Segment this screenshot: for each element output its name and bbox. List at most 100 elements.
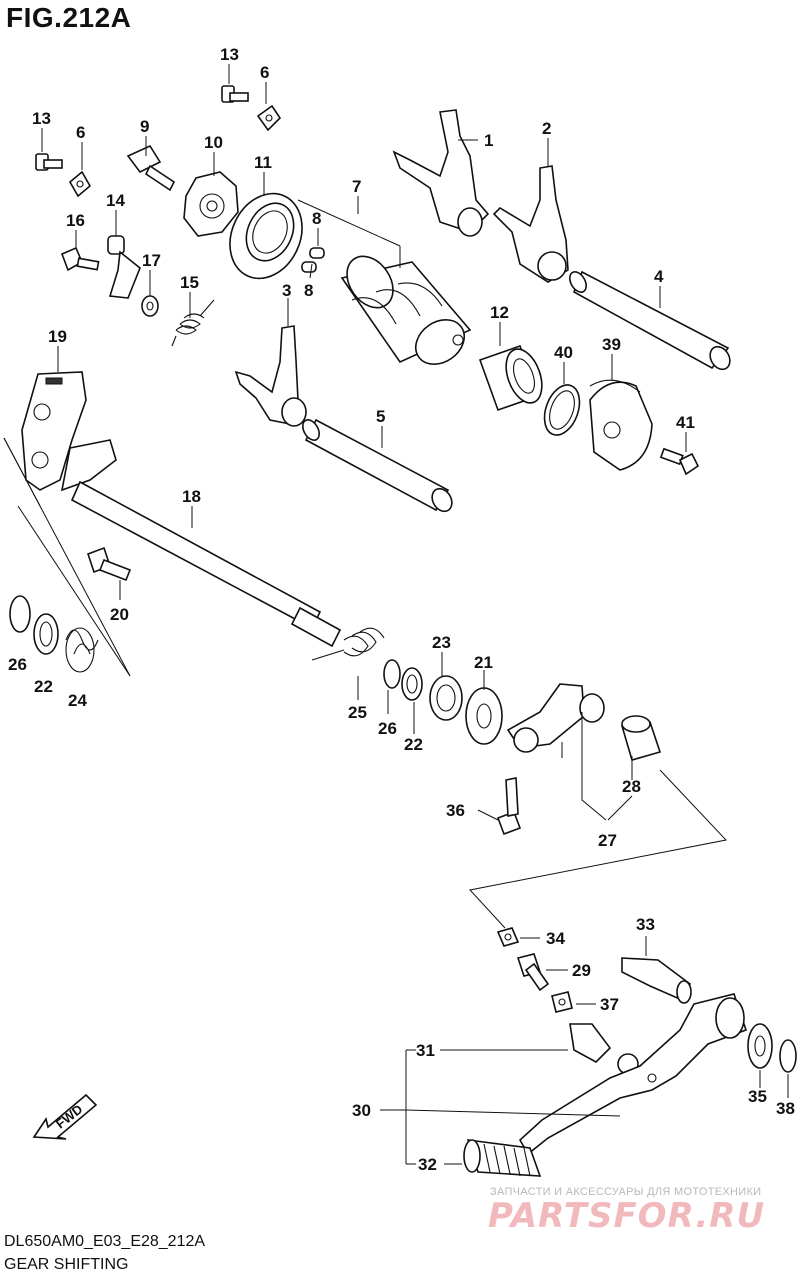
callout-13-upper: 13 <box>220 45 239 64</box>
return-spring-25[interactable] <box>311 627 385 661</box>
callout-2: 2 <box>542 119 551 138</box>
callout-15: 15 <box>180 273 199 292</box>
callout-22-right: 22 <box>404 735 423 754</box>
bearing-12[interactable] <box>478 344 549 412</box>
pin-8-upper[interactable] <box>309 247 325 259</box>
circlip-26-left[interactable] <box>9 595 31 633</box>
washer-17[interactable] <box>141 295 159 317</box>
shift-fork-1[interactable] <box>392 109 490 237</box>
figure-title: FIG.212A <box>6 2 132 33</box>
callout-36: 36 <box>446 801 465 820</box>
shift-fork-3[interactable] <box>234 325 307 427</box>
oil-seal-23[interactable] <box>429 675 463 721</box>
callout-12: 12 <box>490 303 509 322</box>
callout-35: 35 <box>748 1087 767 1106</box>
circlip-38[interactable] <box>779 1039 797 1073</box>
callout-14: 14 <box>106 191 125 210</box>
callout-39: 39 <box>602 335 621 354</box>
watermark-subtitle: ЗАПЧАСТИ И АКСЕССУАРЫ ДЛЯ МОТОТЕХНИКИ <box>490 1186 762 1198</box>
callout-37: 37 <box>600 995 619 1014</box>
circlip-26-right[interactable] <box>383 659 401 689</box>
pivot-bolt-33[interactable] <box>621 957 692 1004</box>
gearshift-lever-30[interactable] <box>518 993 748 1156</box>
callout-22-left: 22 <box>34 677 53 696</box>
watermark-brand: PARTSFOR.RU <box>488 1196 766 1236</box>
bolt-13-upper[interactable] <box>221 85 249 103</box>
washer-22-right[interactable] <box>401 667 423 701</box>
callout-17: 17 <box>142 251 161 270</box>
o-ring-40[interactable] <box>538 380 586 440</box>
figure-code: DL650AM0_E03_E28_212A <box>4 1233 206 1250</box>
pin-8-lower[interactable] <box>301 261 317 273</box>
callout-3: 3 <box>282 281 291 300</box>
gear-position-switch-39[interactable] <box>589 379 653 471</box>
callout-27: 27 <box>598 831 617 850</box>
callout-6-upper: 6 <box>260 63 269 82</box>
bolt-29[interactable] <box>516 953 550 992</box>
callout-29: 29 <box>572 961 591 980</box>
bearing-11[interactable] <box>217 182 316 290</box>
rod-end-31[interactable] <box>569 1023 639 1075</box>
bolt-20[interactable] <box>86 546 132 582</box>
callout-4: 4 <box>654 267 664 286</box>
callout-38: 38 <box>776 1099 795 1118</box>
callout-5: 5 <box>376 407 385 426</box>
figure-caption: GEAR SHIFTING <box>4 1256 129 1273</box>
pedal-rubber-32[interactable] <box>463 1139 542 1177</box>
leader-lines <box>41 64 789 1165</box>
assembly-guide-lines <box>3 437 727 929</box>
spring-24[interactable] <box>65 627 99 673</box>
callout-32: 32 <box>418 1155 437 1174</box>
fork-shaft-5[interactable] <box>299 417 455 515</box>
callout-26-left: 26 <box>8 655 27 674</box>
ball-joint-28[interactable] <box>620 715 662 761</box>
bolt-36[interactable] <box>496 777 522 836</box>
washer-35[interactable] <box>747 1023 773 1069</box>
gearshift-lever-arm-27[interactable] <box>506 683 605 753</box>
nut-34[interactable] <box>496 927 520 947</box>
callout-19: 19 <box>48 327 67 346</box>
callout-26-right: 26 <box>378 719 397 738</box>
callout-16: 16 <box>66 211 85 230</box>
bolt-13-left[interactable] <box>35 153 63 171</box>
callout-23: 23 <box>432 633 451 652</box>
callout-34: 34 <box>546 929 565 948</box>
callout-13-left: 13 <box>32 109 51 128</box>
callout-20: 20 <box>110 605 129 624</box>
shift-arm-19[interactable] <box>21 371 87 491</box>
callout-8-lower: 8 <box>304 281 313 300</box>
callout-1: 1 <box>484 131 493 150</box>
washer-6-left[interactable] <box>68 170 92 198</box>
nut-37[interactable] <box>551 991 573 1013</box>
callout-18: 18 <box>182 487 201 506</box>
cam-plate-10[interactable] <box>183 171 239 237</box>
callout-33: 33 <box>636 915 655 934</box>
shift-fork-2[interactable] <box>492 165 569 283</box>
fork-shaft-4[interactable] <box>566 269 733 373</box>
callout-labels: 13 6 13 6 9 10 11 7 8 8 1 2 4 3 5 12 40 … <box>8 45 795 1174</box>
bolt-41[interactable] <box>659 447 700 476</box>
callout-41: 41 <box>676 413 695 432</box>
pin-9[interactable] <box>126 144 176 192</box>
fwd-arrow-icon: FWD <box>32 1093 98 1140</box>
callout-40: 40 <box>554 343 573 362</box>
callout-8-upper: 8 <box>312 209 321 228</box>
callout-24: 24 <box>68 691 87 710</box>
stopper-lever-14[interactable] <box>107 235 141 299</box>
callout-31: 31 <box>416 1041 435 1060</box>
callout-7: 7 <box>352 177 361 196</box>
washer-22-left[interactable] <box>33 613 59 655</box>
callout-28: 28 <box>622 777 641 796</box>
callout-30: 30 <box>352 1101 371 1120</box>
spring-15[interactable] <box>171 299 215 347</box>
washer-6-upper[interactable] <box>256 104 282 132</box>
callout-11: 11 <box>254 153 272 172</box>
shift-drum-7[interactable] <box>338 248 473 374</box>
callout-21: 21 <box>474 653 493 672</box>
gearshift-shaft-18[interactable] <box>60 439 342 648</box>
callout-25: 25 <box>348 703 367 722</box>
washer-21[interactable] <box>465 687 503 745</box>
callout-6-left: 6 <box>76 123 85 142</box>
bolt-16[interactable] <box>60 246 100 272</box>
